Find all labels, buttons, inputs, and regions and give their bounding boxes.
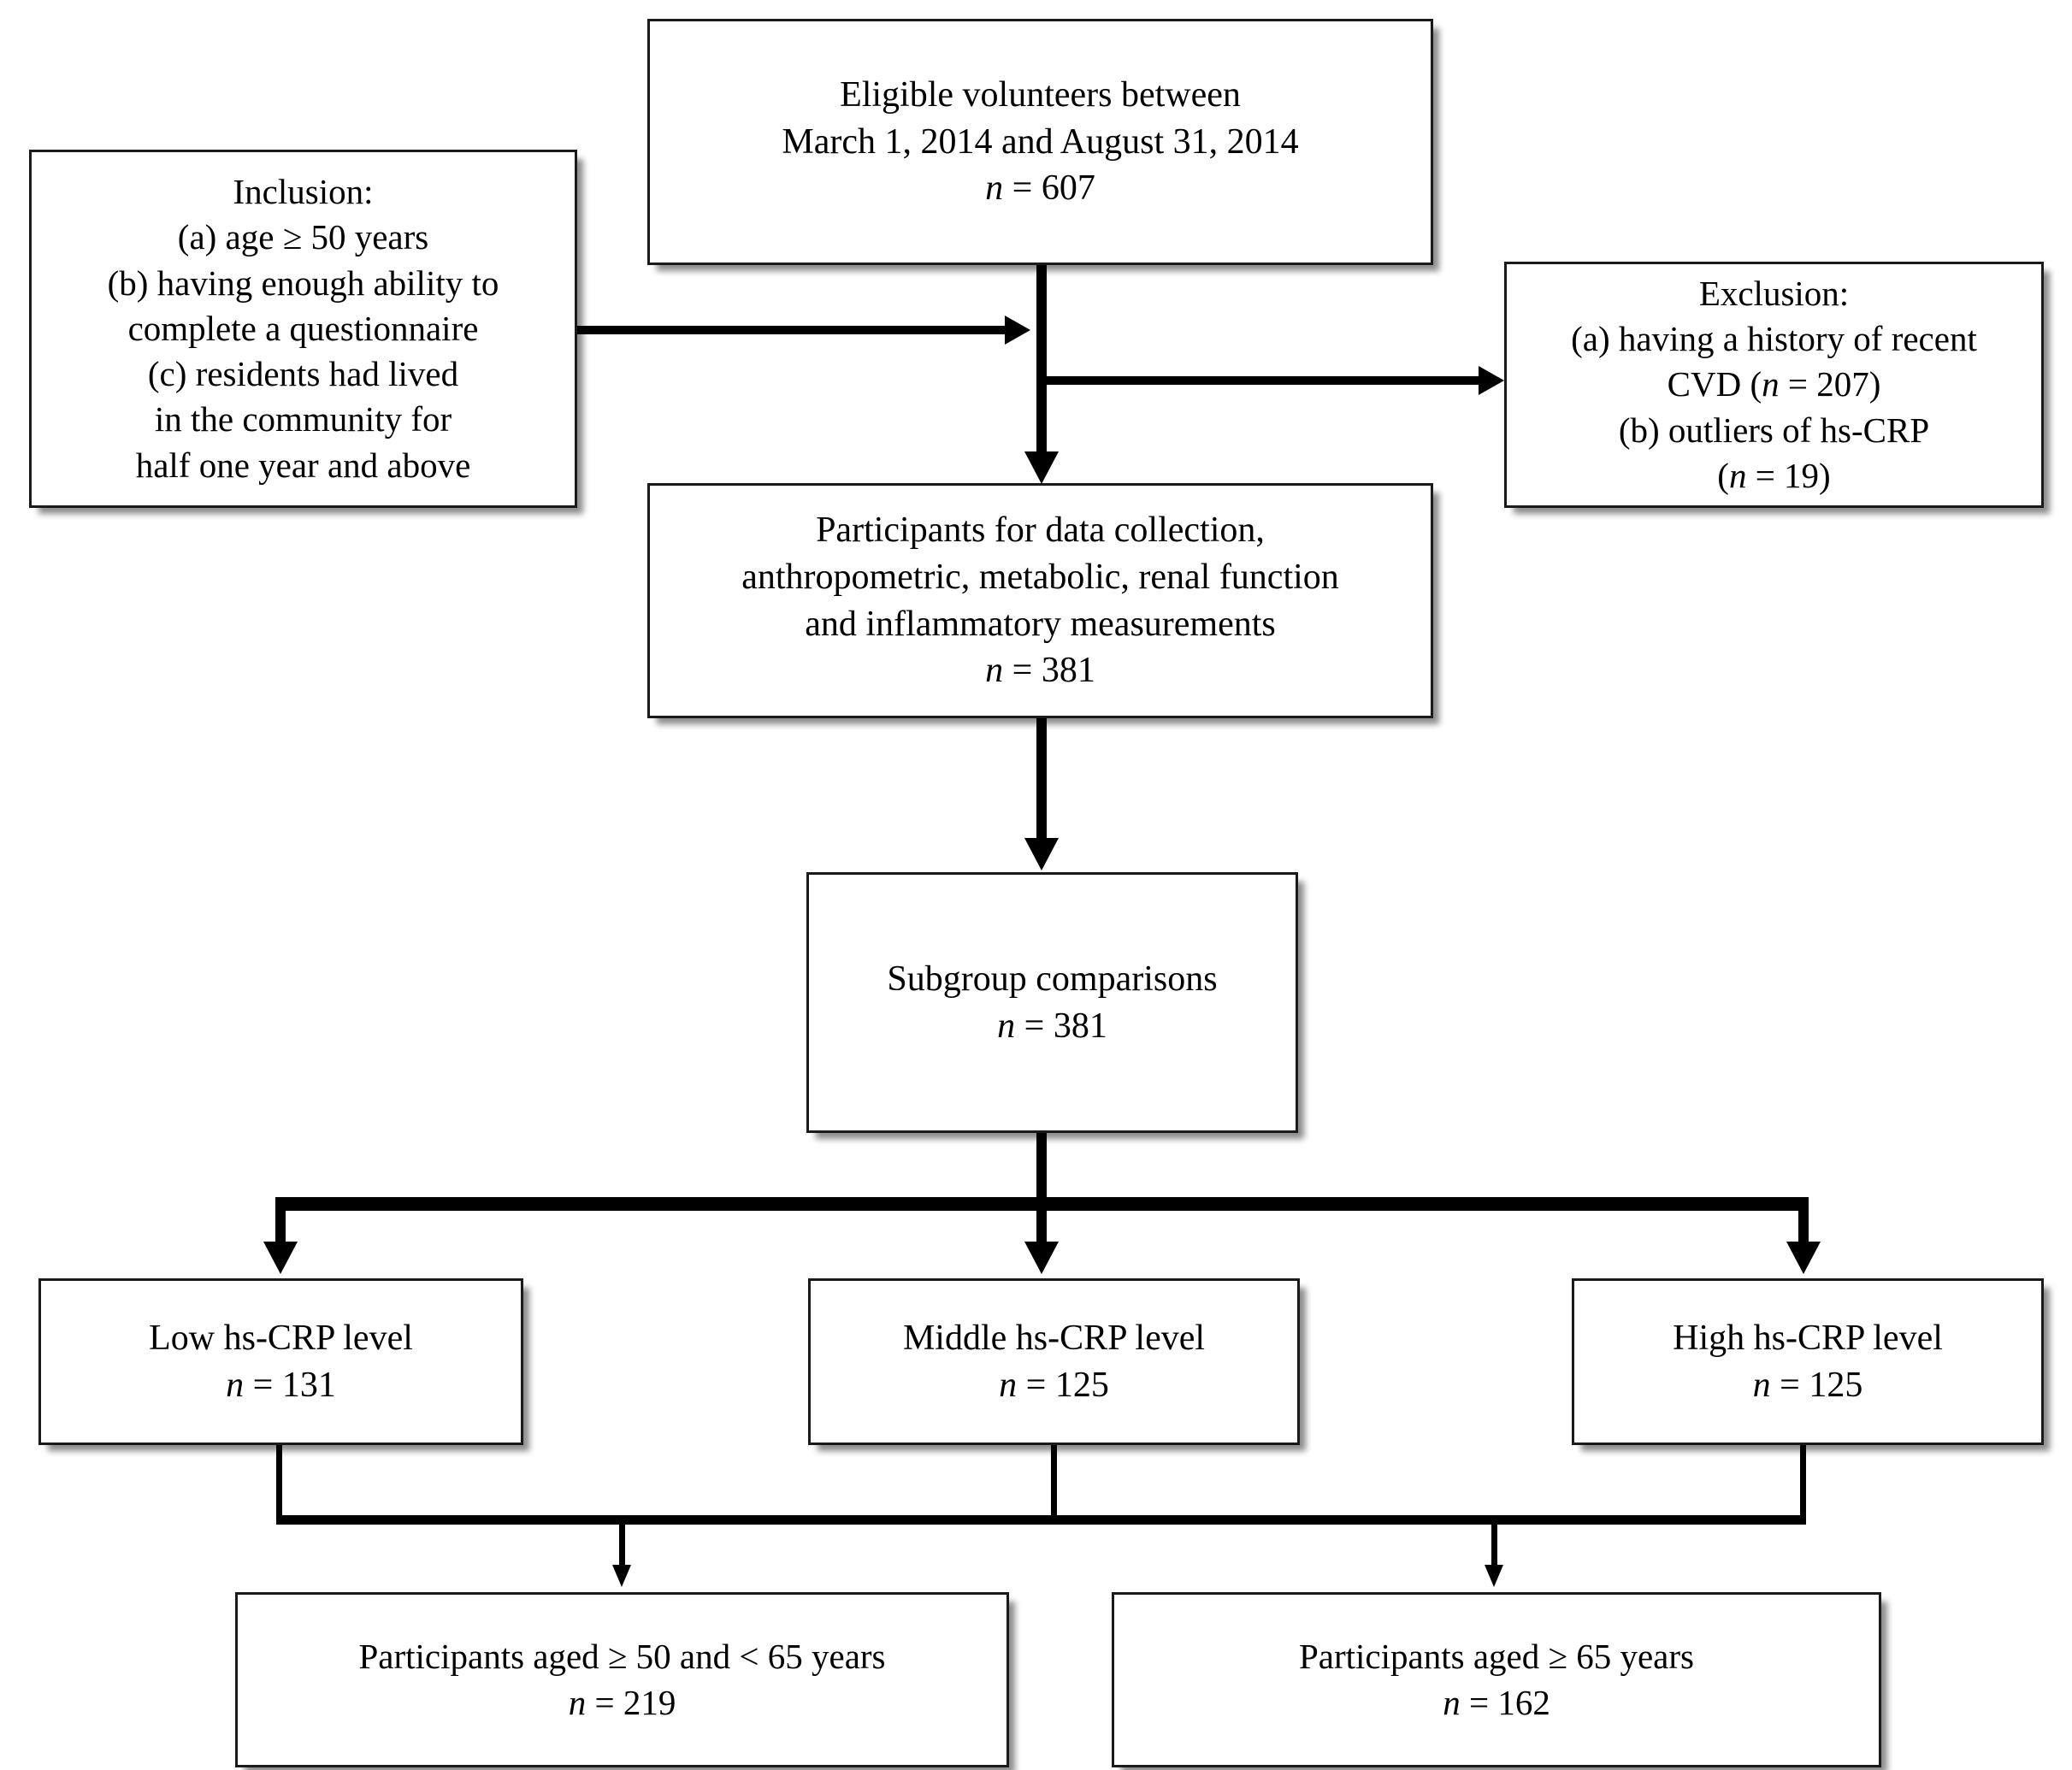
- edge-subgroup-to-middle-arrowhead: [1024, 1242, 1059, 1274]
- middle-hscrp-label: Middle hs-CRP level: [902, 1318, 1206, 1358]
- edge-subgroup-to-middle-line: [1036, 1197, 1047, 1244]
- exclusion-line-2: (a) having a history of recent: [1571, 319, 1977, 359]
- edge-middle-to-merge-line: [1051, 1445, 1057, 1519]
- inclusion-line-2: (a) age ≥ 50 years: [177, 217, 429, 257]
- age-older-n-symbol: n: [1443, 1682, 1461, 1722]
- edge-low-to-merge-line: [276, 1445, 282, 1519]
- inclusion-criteria-box: Inclusion: (a) age ≥ 50 years (b) having…: [29, 150, 577, 508]
- edge-high-to-merge-line: [1800, 1445, 1806, 1519]
- exclusion-criteria-box: Exclusion: (a) having a history of recen…: [1504, 262, 2044, 508]
- high-hscrp-n-equals: =: [1770, 1365, 1809, 1405]
- subgroup-comparisons-box: Subgroup comparisons n = 381: [806, 872, 1298, 1133]
- eligible-line-2: March 1, 2014 and August 31, 2014: [782, 121, 1299, 162]
- age-younger-n-value: 219: [623, 1682, 676, 1722]
- middle-hscrp-n-value: 125: [1054, 1365, 1109, 1405]
- subgroup-n-equals: =: [1015, 1006, 1054, 1046]
- middle-hscrp-n-symbol: n: [999, 1365, 1018, 1405]
- age-younger-label: Participants aged ≥ 50 and < 65 years: [358, 1637, 886, 1677]
- edge-merge-to-age-older-arrowhead: [1485, 1565, 1503, 1587]
- participants-data-line-2: anthropometric, metabolic, renal functio…: [741, 557, 1339, 597]
- edge-inclusion-to-spine-line: [577, 326, 1005, 334]
- participants-data-line-3: and inflammatory measurements: [805, 604, 1276, 644]
- edge-eligible-to-participants-line: [1036, 265, 1047, 455]
- inclusion-line-1: Inclusion:: [233, 171, 374, 211]
- exclusion-outlier-n-value: = 19): [1746, 455, 1831, 495]
- participants-aged-50-to-65-box: Participants aged ≥ 50 and < 65 years n …: [235, 1592, 1009, 1767]
- subgroup-label: Subgroup comparisons: [887, 959, 1218, 999]
- edge-subgroup-to-high-arrowhead: [1786, 1242, 1821, 1274]
- participants-data-n-symbol: n: [985, 651, 1004, 691]
- edge-subgroup-stem-line: [1036, 1133, 1047, 1204]
- edge-merge-to-age-older-line: [1491, 1515, 1497, 1566]
- age-older-count: n = 162: [1443, 1680, 1550, 1726]
- age-younger-n-symbol: n: [568, 1682, 587, 1722]
- edge-merge-to-age-younger-arrowhead: [612, 1565, 631, 1587]
- edge-spine-to-exclusion-arrowhead: [1479, 366, 1504, 395]
- edge-participants-to-subgroup-arrowhead: [1024, 838, 1059, 870]
- merge-bar: [276, 1515, 1806, 1525]
- participants-data-line-1: Participants for data collection,: [816, 510, 1265, 551]
- middle-hscrp-count: n = 125: [999, 1362, 1109, 1409]
- exclusion-line-1: Exclusion:: [1698, 273, 1850, 313]
- subgroup-n-value: 381: [1053, 1006, 1107, 1046]
- eligible-n-value: 607: [1041, 168, 1095, 209]
- eligible-n-symbol: n: [985, 168, 1004, 209]
- inclusion-line-6: in the community for: [154, 399, 452, 440]
- exclusion-outlier-paren: (: [1717, 455, 1729, 495]
- edge-spine-to-exclusion-line: [1043, 376, 1479, 385]
- age-older-n-value: 162: [1497, 1682, 1550, 1722]
- edge-eligible-to-participants-arrowhead: [1024, 451, 1059, 484]
- edge-inclusion-to-spine-arrowhead: [1005, 316, 1030, 345]
- participants-data-n-equals: =: [1003, 651, 1042, 691]
- inclusion-line-3: (b) having enough ability to: [107, 263, 499, 303]
- inclusion-line-7: half one year and above: [135, 445, 471, 485]
- exclusion-cvd-n-value: = 207): [1779, 364, 1881, 404]
- low-hscrp-n-symbol: n: [226, 1365, 245, 1405]
- inclusion-line-5: (c) residents had lived: [147, 354, 459, 394]
- low-hscrp-n-equals: =: [244, 1365, 282, 1405]
- eligible-line-1: Eligible volunteers between: [840, 75, 1241, 115]
- exclusion-cvd-n-symbol: n: [1762, 364, 1780, 404]
- participants-data-n-value: 381: [1041, 651, 1095, 691]
- participants-data-count: n = 381: [985, 647, 1095, 694]
- high-hscrp-count: n = 125: [1753, 1362, 1863, 1409]
- edge-subgroup-to-high-line: [1798, 1197, 1809, 1244]
- low-hscrp-label: Low hs-CRP level: [149, 1318, 413, 1358]
- edge-subgroup-to-low-line: [275, 1197, 286, 1244]
- participants-data-collection-box: Participants for data collection, anthro…: [647, 483, 1433, 718]
- eligible-volunteers-box: Eligible volunteers between March 1, 201…: [647, 19, 1433, 265]
- eligible-n-equals: =: [1003, 168, 1042, 209]
- subgroup-n-symbol: n: [997, 1006, 1016, 1046]
- age-younger-count: n = 219: [569, 1680, 676, 1726]
- exclusion-line-5: (n = 19): [1717, 453, 1830, 499]
- high-hscrp-label: High hs-CRP level: [1673, 1318, 1943, 1358]
- exclusion-line-3: CVD (n = 207): [1668, 362, 1881, 407]
- high-hscrp-level-box: High hs-CRP level n = 125: [1572, 1278, 2044, 1445]
- age-younger-n-equals: =: [586, 1682, 623, 1722]
- low-hscrp-count: n = 131: [226, 1362, 336, 1409]
- low-hscrp-level-box: Low hs-CRP level n = 131: [38, 1278, 523, 1445]
- middle-hscrp-n-equals: =: [1017, 1365, 1055, 1405]
- age-older-n-equals: =: [1460, 1682, 1498, 1722]
- exclusion-line-4: (b) outliers of hs-CRP: [1618, 410, 1930, 450]
- middle-hscrp-level-box: Middle hs-CRP level n = 125: [808, 1278, 1300, 1445]
- exclusion-outlier-n-symbol: n: [1728, 455, 1747, 495]
- subgroup-count: n = 381: [997, 1003, 1107, 1050]
- participants-aged-65-plus-box: Participants aged ≥ 65 years n = 162: [1112, 1592, 1881, 1767]
- inclusion-line-4: complete a questionnaire: [127, 308, 479, 348]
- high-hscrp-n-symbol: n: [1752, 1365, 1771, 1405]
- low-hscrp-n-value: 131: [281, 1365, 336, 1405]
- edge-subgroup-to-low-arrowhead: [263, 1242, 298, 1274]
- high-hscrp-n-value: 125: [1809, 1365, 1863, 1405]
- eligible-count: n = 607: [985, 165, 1095, 212]
- age-older-label: Participants aged ≥ 65 years: [1299, 1637, 1694, 1677]
- edge-participants-to-subgroup-line: [1036, 718, 1047, 840]
- exclusion-cvd-text: CVD (: [1667, 364, 1762, 404]
- edge-merge-to-age-younger-line: [619, 1515, 625, 1566]
